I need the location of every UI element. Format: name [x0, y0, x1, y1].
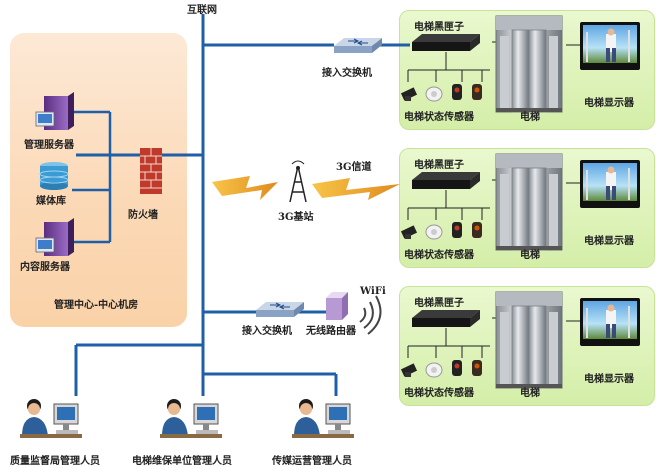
server-icon: [35, 92, 74, 130]
person-at-computer-icon: [291, 398, 355, 439]
switch-bottom-label: 接入交换机: [242, 326, 292, 337]
blackbox-icon: [412, 310, 480, 327]
person-at-computer-icon: [159, 398, 223, 439]
wifi-label: WiFi: [360, 286, 386, 297]
blackbox-label: 电梯黑匣子: [414, 298, 464, 309]
display-label: 电梯显示器: [584, 374, 634, 385]
panel-3-equipment: [400, 291, 640, 389]
internet-label: 互联网: [187, 5, 217, 16]
display-label: 电梯显示器: [584, 98, 634, 109]
sensor-label: 电梯状态传感器: [404, 112, 474, 123]
display-icon: [580, 22, 640, 70]
display-label: 电梯显示器: [584, 236, 634, 247]
firewall-icon: [140, 148, 162, 194]
switch-icon: [255, 301, 305, 318]
switch-top-label: 接入交换机: [322, 68, 372, 79]
elevator-icon: [495, 291, 563, 389]
sensor-label: 电梯状态传感器: [404, 388, 474, 399]
media-lib-label: 媒体库: [36, 196, 66, 207]
sensor-label: 电梯状态传感器: [404, 250, 474, 261]
mgmt-server-label: 管理服务器: [24, 140, 74, 151]
personnel-label: 传媒运营管理人员: [272, 456, 352, 467]
elevator-label: 电梯: [520, 112, 540, 123]
router-icon: [326, 292, 348, 320]
firewall-label: 防火墙: [128, 210, 158, 221]
router-label: 无线路由器: [306, 326, 356, 337]
elevator-label: 电梯: [520, 250, 540, 261]
elevator-icon: [495, 153, 563, 251]
server-icon: [35, 218, 74, 256]
lightning-icon: [212, 176, 278, 200]
personnel-label: 电梯维保单位管理人员: [132, 456, 232, 467]
switch-icon: [333, 37, 383, 54]
channel-3g-label: 3G信道: [336, 162, 372, 173]
database-icon: [39, 162, 69, 190]
sensor-icon: [400, 83, 483, 102]
panel-1-equipment: [400, 15, 640, 113]
cell-tower-icon: [289, 160, 307, 203]
panel-2-equipment: [400, 153, 640, 251]
blackbox-icon: [412, 172, 480, 189]
personnel-label: 质量监督局管理人员: [10, 456, 100, 467]
sensor-icon: [400, 359, 483, 378]
display-icon: [580, 160, 640, 208]
blackbox-label: 电梯黑匣子: [414, 22, 464, 33]
elevator-icon: [495, 15, 563, 113]
blackbox-icon: [412, 34, 480, 51]
display-icon: [580, 298, 640, 346]
blackbox-label: 电梯黑匣子: [414, 160, 464, 171]
base-station-label: 3G基站: [278, 212, 314, 223]
lightning-icon: [312, 178, 400, 200]
sensor-icon: [400, 221, 483, 240]
elevator-label: 电梯: [520, 388, 540, 399]
person-at-computer-icon: [19, 398, 83, 439]
wifi-icon: [359, 295, 382, 335]
center-title: 管理中心-中心机房: [54, 300, 139, 311]
content-server-label: 内容服务器: [20, 262, 70, 273]
